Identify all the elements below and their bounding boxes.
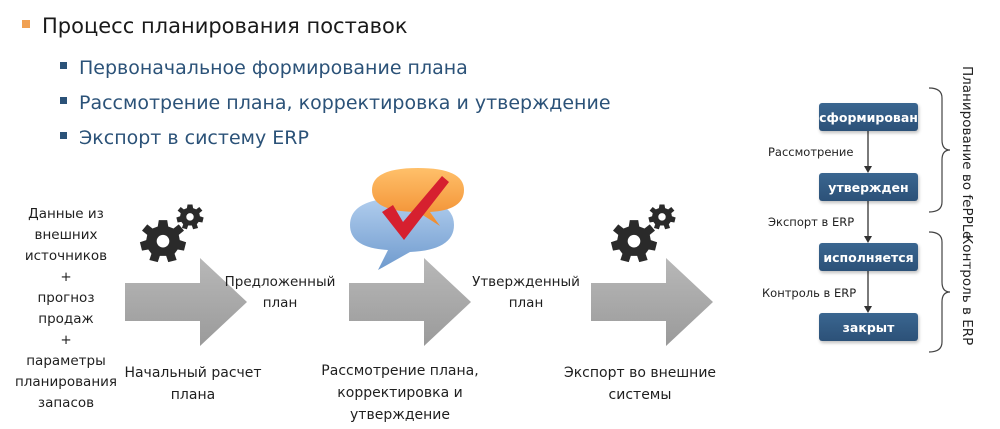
bullet-square-icon — [60, 62, 67, 69]
group-label-control: Контроль в ERP — [959, 234, 975, 346]
bullet-square-icon — [60, 97, 67, 104]
input-line: запасов — [37, 395, 95, 411]
sub-bullet-text: Первоначальное формирование плана — [79, 57, 468, 79]
input-line: внешних — [34, 227, 98, 243]
input-line: источников — [24, 248, 108, 264]
gears-icon — [139, 204, 204, 263]
main-bullet: Процесс планирования поставок — [22, 14, 408, 38]
input-line: + — [60, 332, 72, 348]
input-line: параметры — [26, 353, 106, 369]
state-box-approved: утвержден — [819, 173, 918, 201]
sub-bullet-text: Рассмотрение плана, корректировка и утве… — [79, 92, 611, 114]
input-line: планирования — [14, 374, 118, 390]
sub-bullet-1: Первоначальное формирование плана — [60, 57, 468, 79]
bullet-square-icon — [60, 132, 67, 139]
bullet-square-icon — [22, 20, 30, 28]
flow-arrow-1 — [125, 258, 247, 346]
state-connectors — [864, 131, 872, 313]
input-sources: Данные из внешних источников + прогноз п… — [8, 204, 124, 414]
sub-bullet-3: Экспорт в систему ERP — [60, 127, 309, 149]
group-label-planning: Планирование во fePPLe — [959, 66, 975, 240]
gears-icon — [610, 204, 676, 263]
step-label-calc: Начальный расчет плана — [124, 365, 262, 403]
flow-arrow-2 — [349, 258, 471, 346]
transition-review: Рассмотрение — [768, 145, 854, 159]
transition-export-erp: Экспорт в ERP — [768, 215, 855, 229]
page-title: Процесс планирования поставок — [42, 14, 408, 38]
sub-bullet-text: Экспорт в систему ERP — [79, 127, 309, 149]
group-brace — [928, 87, 951, 353]
state-box-closed: закрыт — [819, 313, 918, 341]
state-box-formed: сформирован — [819, 103, 918, 131]
approved-plan-label: Утвержденный план — [472, 274, 580, 311]
input-line: Данные из — [28, 206, 104, 222]
flow-arrow-3 — [591, 258, 713, 346]
approval-bubbles-icon — [350, 168, 464, 270]
step-label-export: Экспорт во внешние системы — [563, 365, 717, 403]
input-line: + — [60, 269, 72, 285]
sub-bullet-2: Рассмотрение плана, корректировка и утве… — [60, 92, 611, 114]
transition-control-erp: Контроль в ERP — [762, 286, 857, 300]
input-line: прогноз продаж — [37, 290, 95, 327]
proposed-plan-label: Предложенный план — [224, 274, 336, 311]
step-label-review: Рассмотрение плана, корректировка и утве… — [321, 363, 479, 423]
state-box-executing: исполняется — [819, 243, 918, 271]
